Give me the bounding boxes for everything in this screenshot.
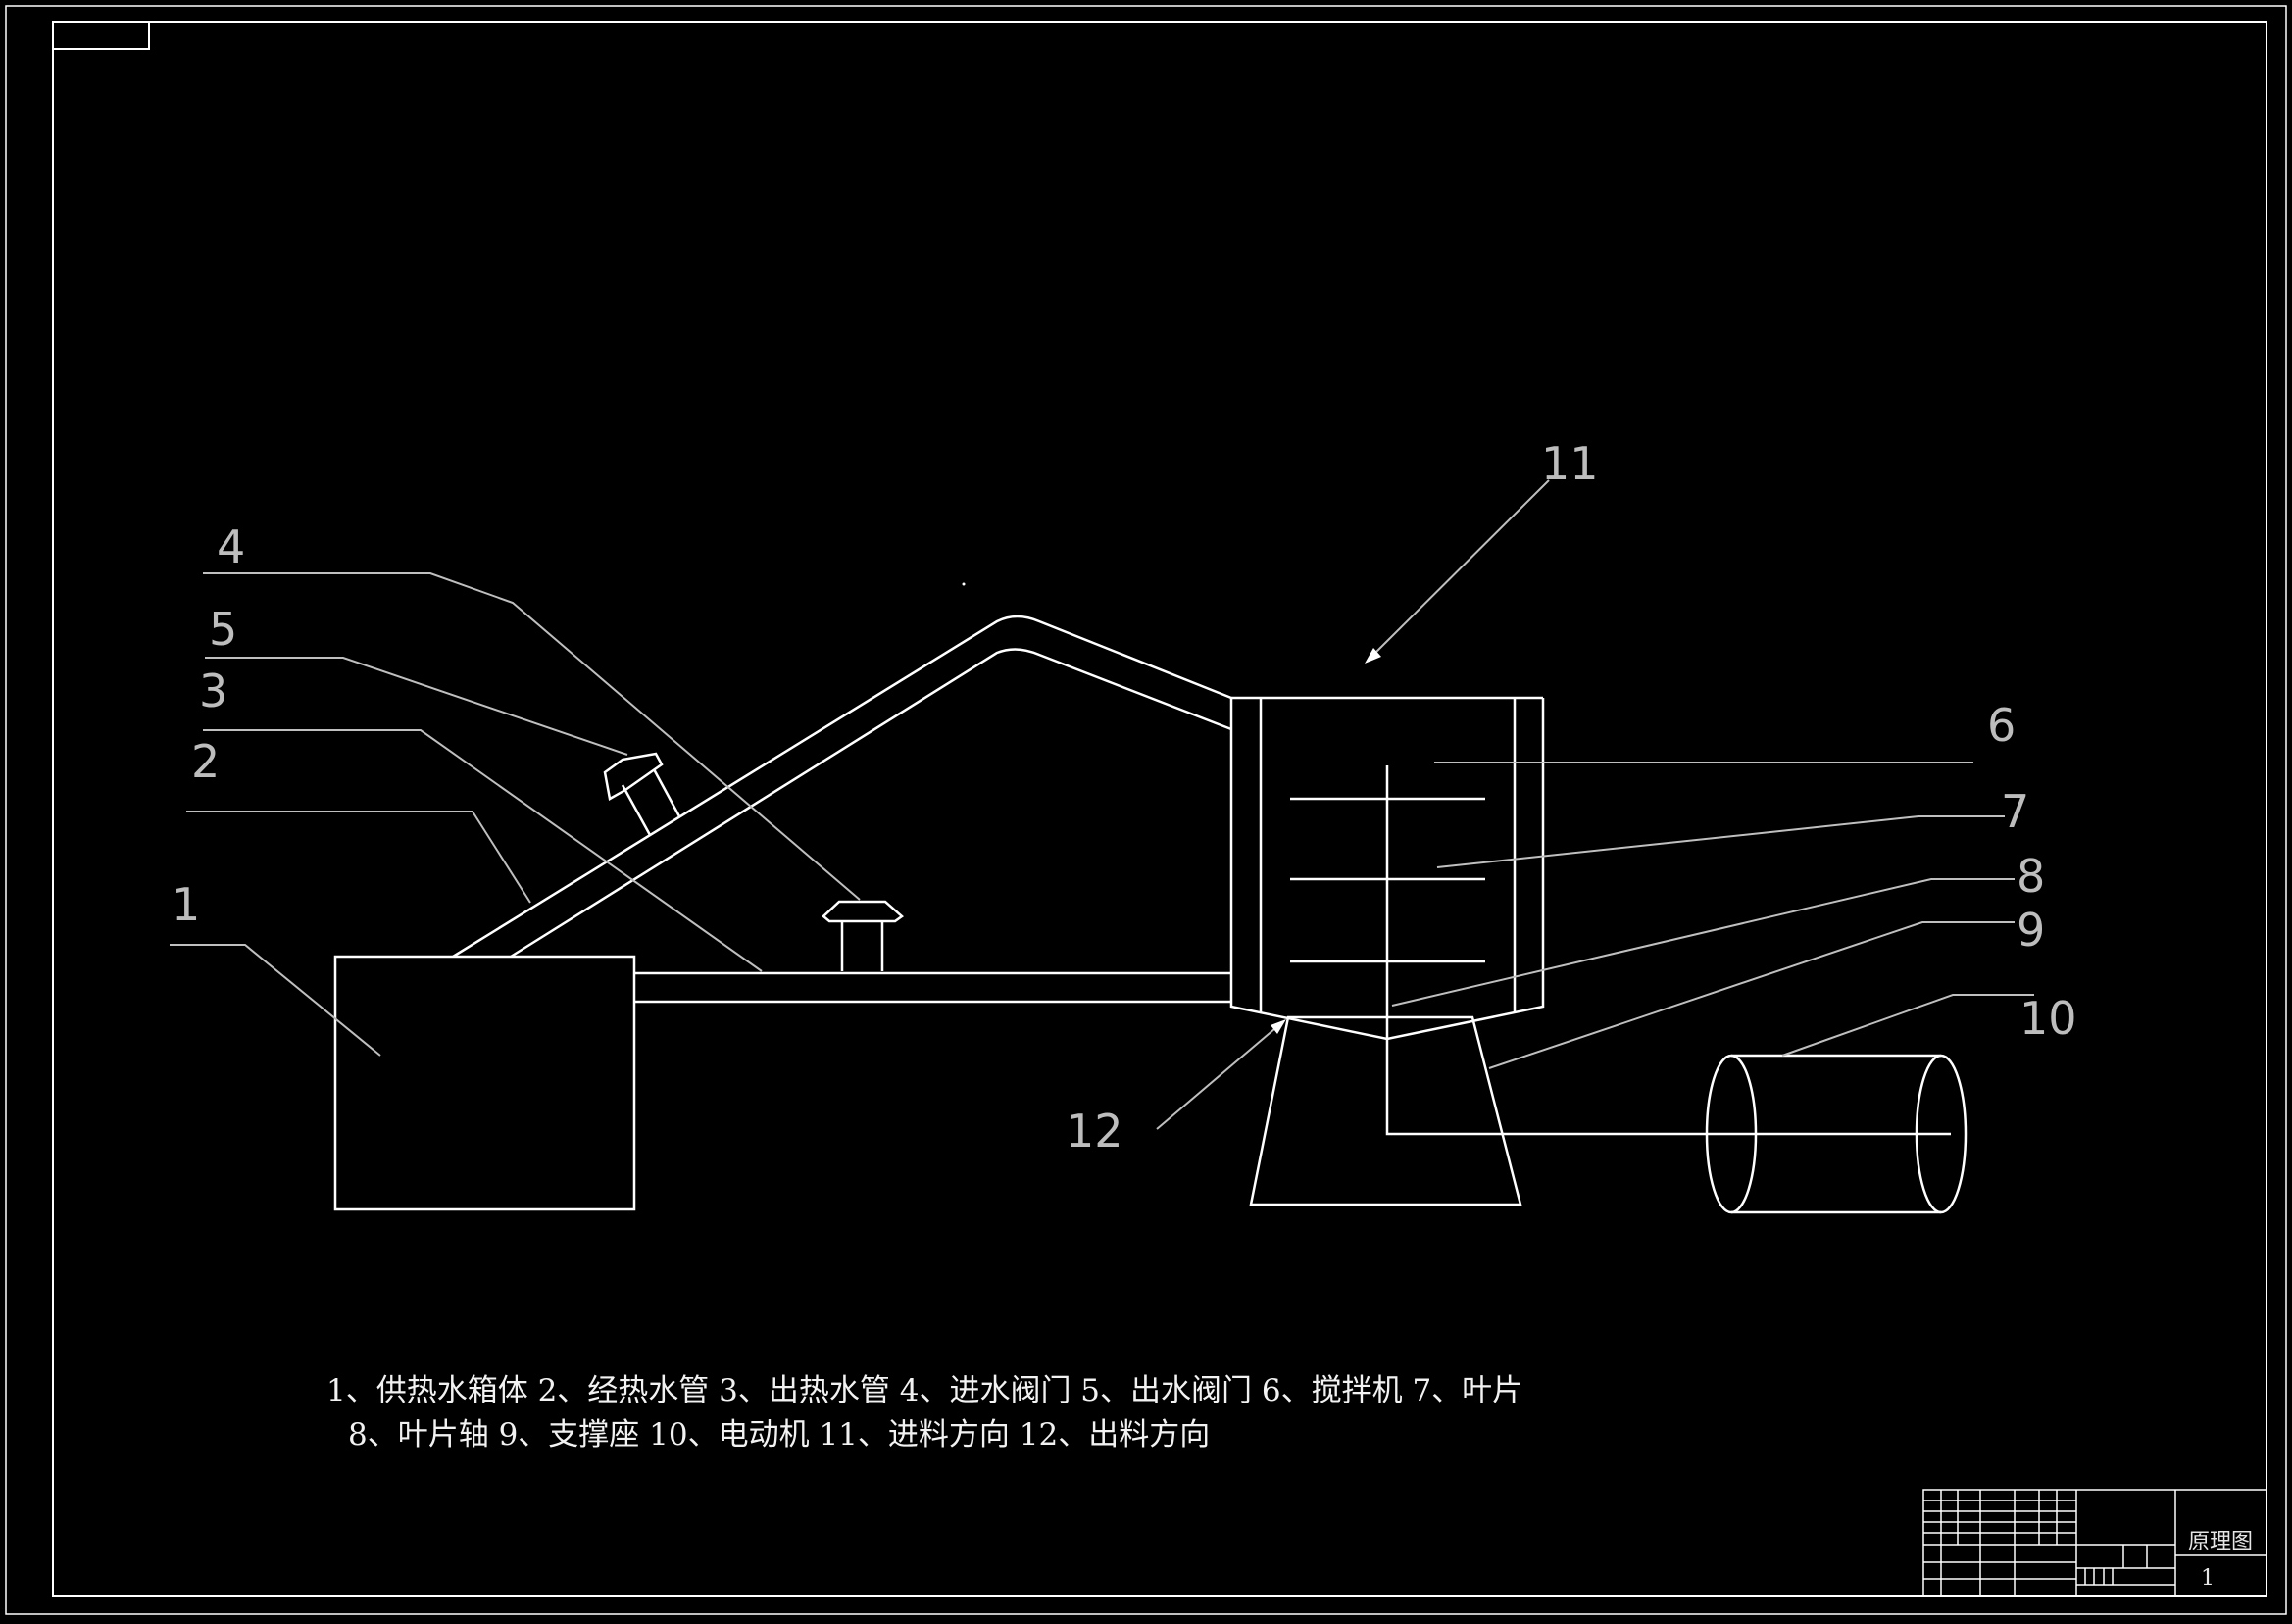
support-base	[1249, 1015, 1522, 1206]
leader-9	[1488, 921, 2015, 1069]
horizontal-pipe	[634, 971, 1231, 1004]
leader-2	[186, 811, 531, 904]
leader-lines	[170, 479, 2034, 1130]
label-8: 8	[2017, 850, 2045, 903]
label-10: 10	[2019, 992, 2077, 1045]
drawing-name: 原理图	[2188, 1530, 2253, 1554]
leader-7	[1436, 815, 2005, 868]
leader-3	[203, 729, 763, 972]
legend-line-1: 1、供热水箱体 2、经热水管 3、出热水管 4、进水阀门 5、出水阀门 6、搅拌…	[326, 1373, 1522, 1408]
label-6: 6	[1987, 699, 2016, 752]
part-labels: 1 2 3 4 5 6 7 8 9 10 11 12	[172, 437, 2077, 1157]
label-12: 12	[1066, 1105, 1123, 1157]
leader-1	[170, 944, 381, 1057]
blade-shaft	[1385, 765, 1951, 1136]
leader-8	[1391, 878, 2015, 1007]
leader-5	[205, 657, 628, 756]
outer-border	[5, 5, 2287, 1615]
leader-11	[1370, 479, 1550, 659]
leader-10	[1781, 994, 2034, 1057]
label-5: 5	[209, 603, 237, 656]
sheet-number: 1	[2201, 1566, 2215, 1591]
drawing-frame	[5, 5, 2287, 1615]
label-2: 2	[191, 735, 220, 788]
label-11: 11	[1541, 437, 1599, 490]
title-block	[1922, 1489, 2267, 1597]
arrow-12	[1271, 1019, 1286, 1034]
inner-border	[52, 21, 2267, 1597]
inlet-valve	[822, 900, 905, 971]
label-7: 7	[2001, 785, 2029, 838]
label-4: 4	[217, 520, 245, 573]
arrow-11	[1365, 648, 1381, 664]
title-block-frame	[1922, 1489, 2267, 1597]
label-3: 3	[199, 664, 227, 717]
outlet-valve	[603, 752, 681, 836]
stray-dot	[962, 582, 966, 586]
electric-motor	[1705, 1054, 1968, 1214]
corner-tag	[52, 21, 150, 50]
hot-water-tank	[333, 955, 636, 1211]
label-9: 9	[2017, 904, 2045, 957]
legend-line-2: 8、叶片轴 9、支撑座 10、电动机 11、进料方向 12、出料方向	[348, 1417, 1210, 1452]
leader-12	[1156, 1022, 1282, 1130]
leader-4	[203, 572, 861, 901]
inclined-pipe	[452, 615, 1232, 959]
arrow-heads	[1271, 648, 1381, 1034]
legend: 1、供热水箱体 2、经热水管 3、出热水管 4、进水阀门 5、出水阀门 6、搅拌…	[326, 1373, 1522, 1452]
title-block-text: 原理图 1	[2188, 1530, 2253, 1591]
label-1: 1	[172, 878, 200, 931]
